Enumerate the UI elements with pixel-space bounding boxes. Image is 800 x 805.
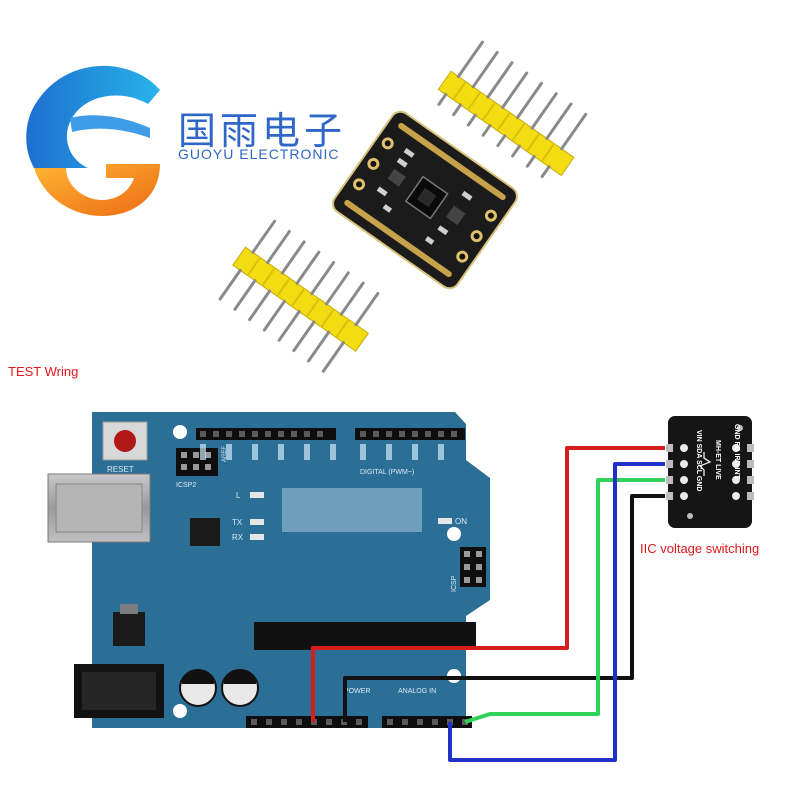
analog-label: ANALOG IN [398, 688, 436, 695]
pin-header-back [437, 40, 588, 179]
sensor-pins-top-label: GND RD IRD INT [733, 424, 740, 480]
power-header [246, 716, 368, 728]
reset-button [102, 421, 148, 461]
arduino-board: RESET ICSP2 AREF DIGITAL (PWM~) L TX RX … [47, 412, 490, 728]
sensor-board: GND RD IRD INT MH-ET LIVE VIN SDA SCL GN… [666, 416, 754, 528]
usb-chip [190, 518, 220, 546]
power-label: POWER [344, 688, 370, 695]
sensor-module-photo [218, 40, 588, 373]
aref-label: AREF [222, 446, 228, 462]
iic-switch-caption: IIC voltage switching [640, 541, 760, 556]
digital-label: DIGITAL (PWM~) [360, 469, 414, 476]
test-wiring-caption: TEST Wring [8, 364, 79, 379]
icsp-header [460, 547, 486, 587]
brand-logo [26, 65, 160, 216]
wire-green-sda [464, 478, 665, 724]
reset-label: RESET [107, 465, 134, 474]
rx-label: RX [232, 533, 244, 542]
brand-name-cn: 国雨电子 [178, 109, 347, 153]
heartbeat-icon [698, 452, 712, 476]
wire-black-gnd [343, 494, 665, 722]
wire-blue-scl [448, 462, 665, 762]
board-leds [250, 492, 452, 540]
regulator [113, 612, 145, 646]
capacitors [179, 669, 259, 707]
icsp-label: ICSP [451, 575, 458, 592]
wires [311, 446, 665, 762]
on-label: ON [455, 517, 467, 526]
brand-name-en: GUOYU ELECTRONIC [178, 146, 340, 162]
icsp2-label: ICSP2 [176, 482, 196, 489]
l-label: L [236, 491, 241, 500]
sensor-pins-bottom-label: VIN SDA SCL GND [695, 430, 702, 491]
tx-label: TX [232, 518, 243, 527]
sensor-brand-label: MH-ET LIVE [714, 440, 721, 480]
pin-header-front [218, 219, 380, 373]
analog-header [382, 716, 472, 728]
sensor-pcb-photo [332, 110, 518, 290]
atmega-chip [254, 622, 476, 650]
digital-header [196, 428, 465, 440]
wire-red-vin [311, 446, 665, 722]
